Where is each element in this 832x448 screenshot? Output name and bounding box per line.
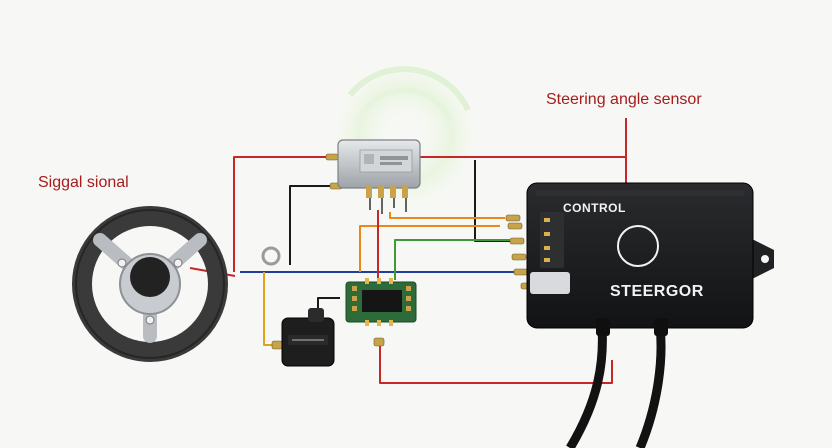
steering-angle-sensor-label: Steering angle sensor [546,91,702,108]
steering-wheel-icon [72,206,228,362]
control-box-icon [526,182,774,448]
yellow-wire [263,272,278,346]
green-wire [394,239,512,280]
ring-terminal-icon [261,246,281,266]
control-box-control-label: CONTROL [563,201,626,215]
angle-sensor-icon [281,308,335,367]
control-box-brand-label: STEERGOR [610,283,704,300]
orange-wire-2 [359,225,500,272]
red-wire-bottom [379,338,613,384]
orange-wire [389,212,505,219]
black-wire-hub [289,185,338,265]
red-wire-top [233,156,332,272]
circuit-board-icon [345,278,417,326]
signal-label: Siggal sional [38,174,129,191]
connector-hub-icon [337,139,421,214]
wires [189,118,627,384]
